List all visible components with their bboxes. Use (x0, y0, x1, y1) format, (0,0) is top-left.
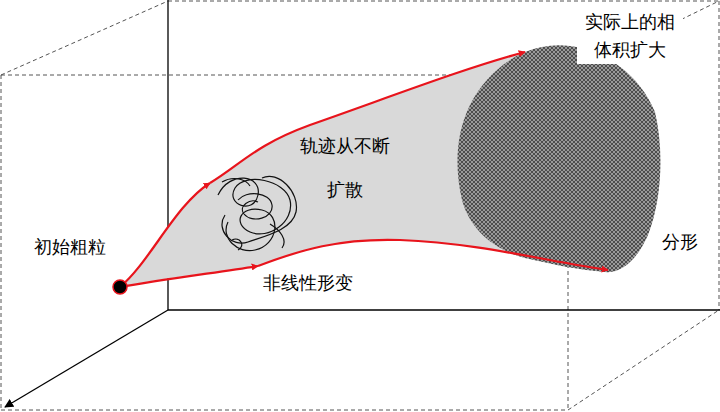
volume-label: 实际上的相 体积扩大 (577, 8, 684, 64)
tangled-trajectories (218, 176, 296, 250)
trajectory-arrows (120, 52, 608, 287)
fractal-label: 分形 (662, 230, 698, 254)
initial-grain-label: 初始粗粒 (34, 235, 106, 259)
spreading-label: 轨迹从不断 扩散 (295, 124, 396, 212)
initial-grain-dot (113, 280, 127, 294)
axes (5, 0, 720, 407)
spreading-region (120, 46, 660, 287)
fractal-blob (457, 45, 660, 272)
deformation-label: 非线性形变 (263, 271, 353, 295)
